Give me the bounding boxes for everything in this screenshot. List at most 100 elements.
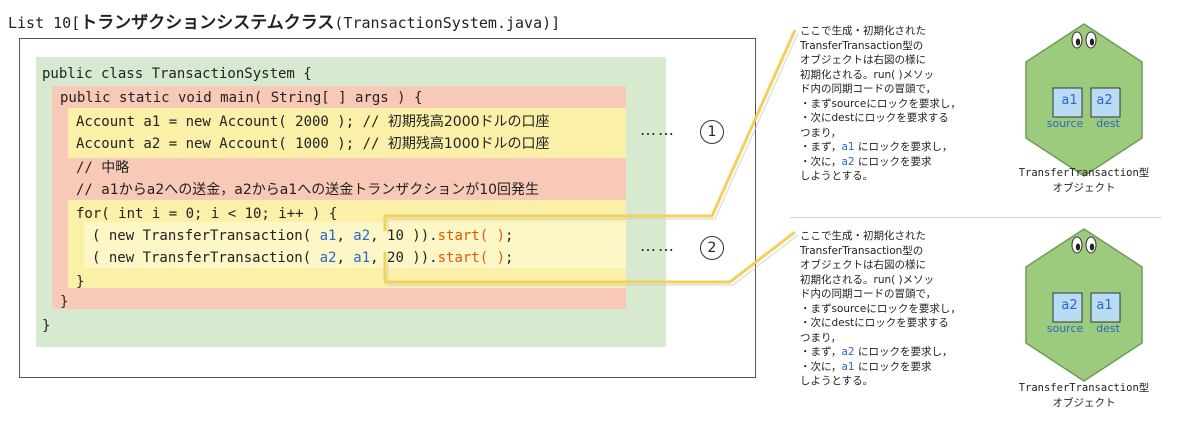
note-text: にロックを要求 — [854, 360, 932, 373]
code-text: , — [336, 250, 354, 266]
pupil — [1089, 243, 1095, 251]
object-2-source-value: a2 — [1061, 298, 1078, 313]
note-line: オブジェクトは右図の様に — [800, 259, 926, 271]
hexagon-shape — [1025, 23, 1143, 177]
note-text: にロックを要求し， — [854, 141, 953, 153]
object-2-source-label: source — [1046, 322, 1084, 335]
note-line: ・次に，a2 にロックを要求 — [800, 155, 961, 170]
note-text: ・次に， — [800, 360, 842, 373]
var-a1: a1 — [319, 228, 337, 244]
hexagon-shape — [1025, 228, 1143, 382]
object-1-source-label: source — [1046, 117, 1084, 130]
source-field-box — [1052, 87, 1083, 118]
pupil — [1089, 38, 1095, 46]
marker-circle-2: 2 — [700, 236, 724, 260]
note-line: 初期化される。run( )メソッ — [800, 273, 935, 286]
object-1-type-suffix: オブジェクト — [1052, 182, 1116, 194]
callout-line-2 — [383, 230, 796, 284]
note-text: ・次に， — [800, 155, 842, 168]
note-text: ・まず， — [800, 141, 842, 153]
code-text: // — [76, 182, 102, 198]
code-text: , 20 )). — [370, 250, 438, 266]
code-line-6: // a1からa2への送金，a2からa1への送金トランザクションが10回発生 — [76, 180, 539, 200]
object-1-type-label: TransferTransaction型 — [1018, 167, 1150, 179]
title-prefix: List 10[ — [8, 14, 81, 32]
explanation-note-2: ここで生成・初期化された TransferTransaction型のオブジェクトは… — [800, 229, 961, 389]
var-ref: a2 — [841, 346, 855, 358]
code-comment: 初期残高2000ドルの口座 — [387, 114, 550, 130]
dest-field-box — [1090, 292, 1121, 323]
code-line-12: } — [42, 318, 51, 334]
code-line-9: ( new TransferTransaction( a2, a1, 20 ))… — [92, 248, 513, 268]
code-text: ( new TransferTransaction( — [92, 228, 320, 244]
note-line: しようとする。 — [800, 170, 874, 182]
section-divider — [790, 217, 1161, 218]
note-line: しようとする。 — [800, 375, 874, 387]
account-init-box — [68, 108, 626, 158]
pupil — [1075, 243, 1081, 251]
marker-dots-2: …… — [640, 236, 676, 255]
code-line-2: public static void main( String[ ] args … — [60, 90, 423, 106]
transfer-object-2 — [1025, 228, 1143, 382]
code-line-1: public class TransactionSystem { — [42, 66, 312, 82]
code-line-8: ( new TransferTransaction( a1, a2, 10 ))… — [92, 226, 513, 246]
dest-field-box — [1090, 87, 1121, 118]
note-line: ・次に，a1 にロックを要求 — [800, 360, 961, 375]
explanation-note-1: ここで生成・初期化された TransferTransaction型のオブジェクトは… — [800, 24, 961, 184]
code-comment: 初期残高1000ドルの口座 — [387, 136, 550, 152]
note-line: ・まず，a1 にロックを要求し， — [800, 140, 961, 155]
var-a2: a2 — [319, 250, 337, 266]
marker-dots-1: …… — [640, 120, 676, 139]
code-text: // — [76, 160, 102, 176]
note-line: ド内の同期コードの冒頭で， — [800, 83, 937, 95]
code-line-10: } — [76, 274, 85, 290]
code-line-4: Account a2 = new Account( 1000 ); // 初期残… — [76, 134, 550, 154]
note-line: TransferTransaction型の — [800, 244, 924, 257]
note-line: 初期化される。run( )メソッ — [800, 68, 935, 81]
var-ref: a1 — [841, 360, 855, 373]
note-line: オブジェクトは右図の様に — [800, 54, 926, 66]
callout-line-1 — [383, 29, 797, 231]
callout-line-2-shade — [387, 234, 799, 286]
note-line: ここで生成・初期化された — [800, 25, 926, 37]
note-line: ここで生成・初期化された — [800, 230, 926, 242]
code-text: , 10 )). — [370, 228, 438, 244]
title-main: トランザクションシステムクラス — [80, 13, 335, 33]
title-file: (TransactionSystem.java)] — [334, 14, 561, 32]
note-text: にロックを要求し， — [854, 346, 953, 358]
start-call: start( ) — [437, 228, 506, 244]
code-line-3: Account a1 = new Account( 2000 ); // 初期残… — [76, 112, 550, 132]
var-ref: a1 — [841, 141, 855, 153]
note-line: ・まずsourceにロックを要求し， — [800, 302, 961, 315]
note-line: ・まずsourceにロックを要求し， — [800, 97, 961, 110]
code-line-11: } — [60, 294, 69, 310]
note-line: ・まず，a2 にロックを要求し， — [800, 345, 961, 360]
var-a1: a1 — [353, 250, 371, 266]
note-text: にロックを要求 — [854, 155, 932, 168]
note-text: ・まず， — [800, 346, 842, 358]
transaction-calls-box — [84, 222, 626, 268]
object-2-type-label: TransferTransaction型 — [1018, 382, 1150, 394]
object-1-dest-value: a2 — [1096, 93, 1113, 108]
transfer-object-1 — [1025, 23, 1143, 177]
note-line: ・次にdestにロックを要求する — [800, 112, 949, 124]
code-text: ; — [505, 228, 514, 244]
object-1-dest-label: dest — [1096, 117, 1120, 130]
code-text: ; — [505, 250, 514, 266]
pupil — [1075, 38, 1081, 46]
note-line: TransferTransaction型の — [800, 39, 924, 52]
note-line: つまり， — [800, 126, 842, 139]
start-call: start( ) — [437, 250, 506, 266]
code-comment: 中略 — [101, 160, 130, 176]
code-line-7: for( int i = 0; i < 10; i++ ) { — [76, 206, 338, 222]
code-text: , — [336, 228, 354, 244]
marker-circle-1: 1 — [700, 120, 724, 144]
note-line: ・次にdestにロックを要求する — [800, 317, 949, 329]
object-2-dest-label: dest — [1096, 322, 1120, 335]
object-2-dest-value: a1 — [1096, 298, 1113, 313]
object-1-source-value: a1 — [1061, 93, 1078, 108]
code-text: Account a2 = new Account( 1000 ); // — [76, 136, 388, 152]
source-field-box — [1052, 292, 1083, 323]
code-text: Account a1 = new Account( 2000 ); // — [76, 114, 388, 130]
